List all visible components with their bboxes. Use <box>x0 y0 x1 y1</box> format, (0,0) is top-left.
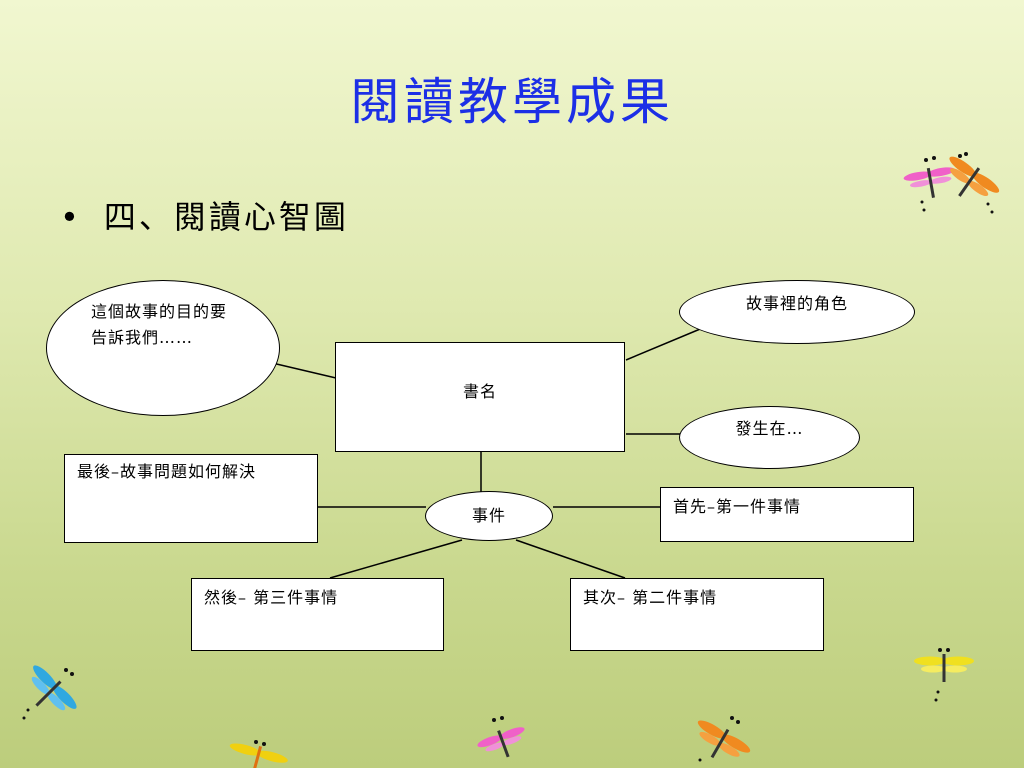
third-event-text: 然後– 第三件事情 <box>204 588 339 607</box>
ending-text: 最後–故事問題如何解決 <box>77 462 257 481</box>
purpose-oval: 這個故事的目的要告訴我們…… <box>46 280 280 416</box>
dragonfly-icon <box>22 665 77 720</box>
bullet-text: 四、閱讀心智圖 <box>103 198 349 236</box>
dragonfly-icon <box>229 740 288 768</box>
connector-characters <box>625 326 706 361</box>
purpose-text: 這個故事的目的要告訴我們…… <box>91 302 228 347</box>
bullet-marker: • <box>60 198 82 236</box>
dragonfly-icon <box>903 152 1000 214</box>
third-event-box: 然後– 第三件事情 <box>191 578 444 651</box>
connector-third <box>329 539 463 579</box>
first-event-text: 首先–第一件事情 <box>673 497 802 516</box>
ending-box: 最後–故事問題如何解決 <box>64 454 318 543</box>
slide-title: 閱讀教學成果 <box>350 73 674 131</box>
first-event-box: 首先–第一件事情 <box>660 487 914 542</box>
events-hub-text: 事件 <box>471 506 506 525</box>
book-title-box: 書名 <box>335 342 625 452</box>
second-event-box: 其次– 第二件事情 <box>570 578 824 651</box>
connector-purpose <box>267 361 337 379</box>
dragonfly-icon <box>477 716 525 758</box>
dragonfly-icon <box>697 716 751 762</box>
events-hub-oval: 事件 <box>425 491 553 541</box>
connector-second <box>515 539 626 579</box>
setting-text: 發生在… <box>735 419 804 438</box>
second-event-text: 其次– 第二件事情 <box>583 588 718 607</box>
characters-text: 故事裡的角色 <box>745 294 848 313</box>
book-title-text: 書名 <box>462 382 497 401</box>
setting-oval: 發生在… <box>679 406 860 469</box>
characters-oval: 故事裡的角色 <box>679 280 915 344</box>
dragonfly-icon <box>914 648 974 702</box>
bullet-item: • 四、閱讀心智圖 <box>60 192 349 238</box>
